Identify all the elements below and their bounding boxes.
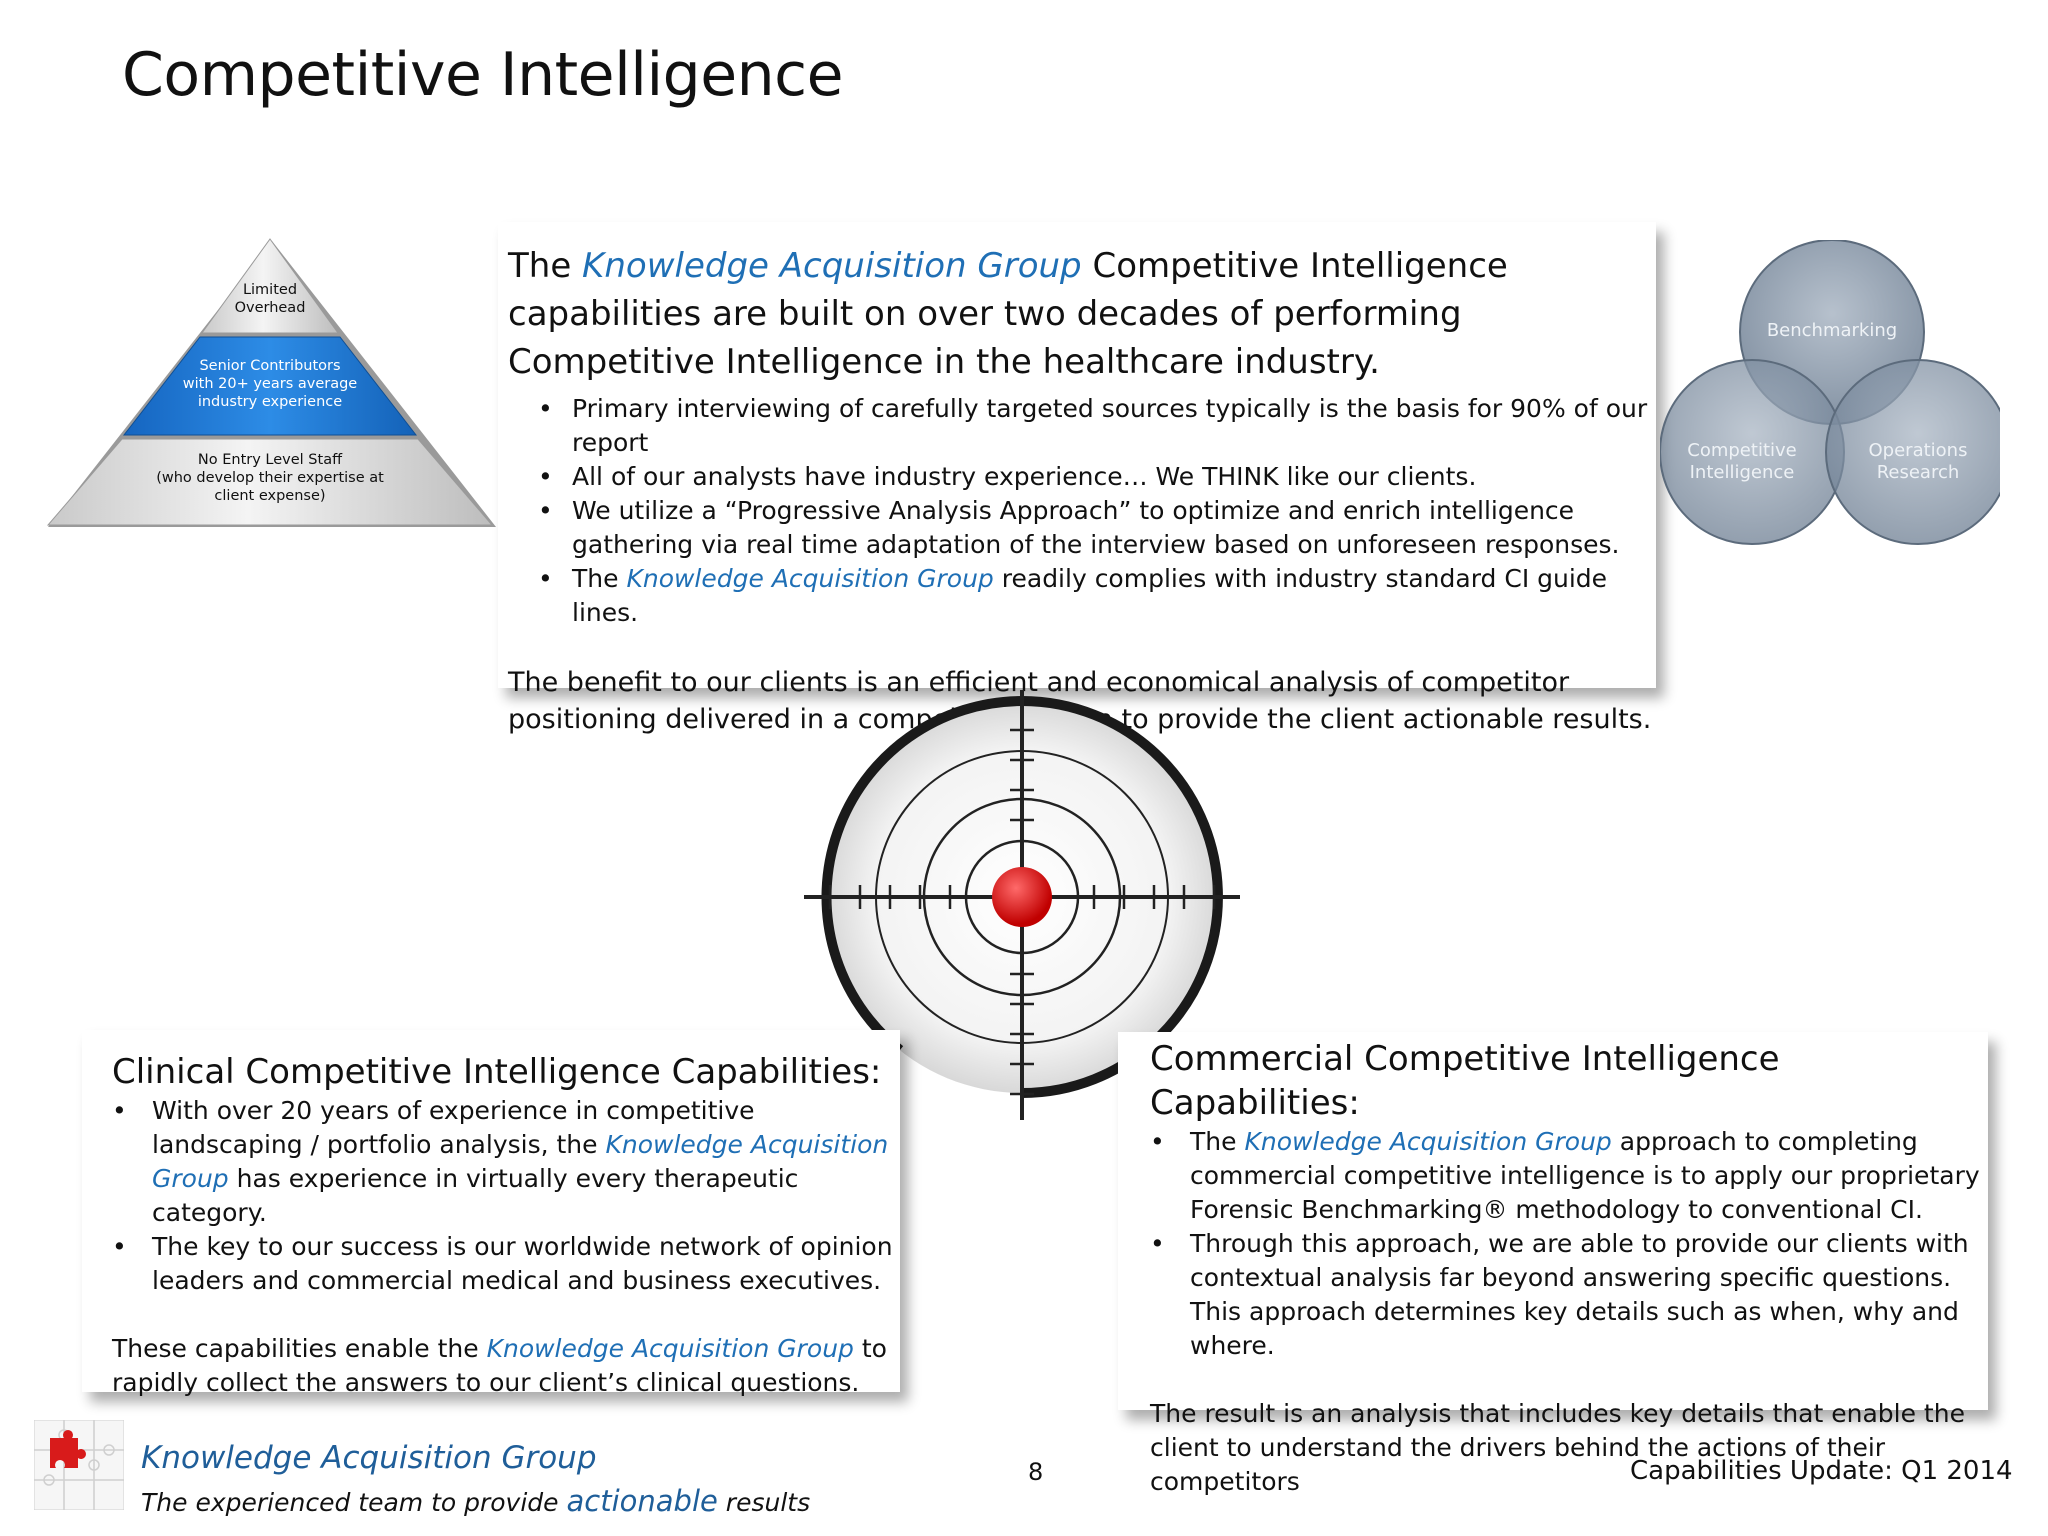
capabilities-update-label: Capabilities Update: Q1 2014 bbox=[1630, 1456, 2013, 1486]
pyramid-bottom-tier bbox=[46, 438, 494, 526]
venn-label-left: Competitive Intelligence bbox=[1687, 440, 1797, 483]
clinical-bullet-list: With over 20 years of experience in comp… bbox=[112, 1094, 902, 1298]
intro-lead: The Knowledge Acquisition Group Competit… bbox=[508, 246, 1508, 382]
puzzle-logo bbox=[33, 1419, 125, 1511]
intro-bullet: The Knowledge Acquisition Group readily … bbox=[508, 562, 1658, 630]
clinical-text-box: Clinical Competitive Intelligence Capabi… bbox=[82, 1030, 902, 1397]
commercial-bullet: The Knowledge Acquisition Group approach… bbox=[1150, 1125, 1990, 1227]
footer-brand-name: Knowledge Acquisition Group bbox=[141, 1440, 597, 1476]
clinical-bullet: The key to our success is our worldwide … bbox=[112, 1230, 902, 1298]
pyramid-top-tier bbox=[201, 238, 339, 334]
slide-title: Competitive Intelligence bbox=[122, 40, 844, 110]
venn-label-top: Benchmarking bbox=[1766, 320, 1898, 341]
commercial-text-box: Commercial Competitive Intelligence Capa… bbox=[1118, 1032, 1990, 1496]
pyramid-middle-tier bbox=[122, 336, 418, 436]
target-graphic bbox=[800, 690, 1244, 1120]
target-bullseye bbox=[992, 867, 1052, 927]
venn-label-right: Operations Research bbox=[1868, 440, 1968, 483]
footer-tagline: The experienced team to provide actionab… bbox=[141, 1484, 811, 1518]
pyramid-middle-label: Senior Contributors with 20+ years avera… bbox=[182, 358, 358, 410]
commercial-bullet: Through this approach, we are able to pr… bbox=[1150, 1227, 1990, 1363]
page-number: 8 bbox=[1028, 1458, 1044, 1486]
intro-bullet: Primary interviewing of carefully target… bbox=[508, 392, 1658, 460]
commercial-bullet-list: The Knowledge Acquisition Group approach… bbox=[1150, 1125, 1990, 1363]
commercial-closing: The result is an analysis that includes … bbox=[1150, 1399, 1965, 1496]
brand-name-link: Knowledge Acquisition Group bbox=[582, 246, 1082, 286]
commercial-heading: Commercial Competitive Intelligence Capa… bbox=[1150, 1039, 1780, 1123]
clinical-bullet: With over 20 years of experience in comp… bbox=[112, 1094, 902, 1230]
intro-bullet-list: Primary interviewing of carefully target… bbox=[508, 392, 1658, 630]
pyramid-graphic: Limited Overhead Senior Contributors wit… bbox=[40, 235, 510, 535]
intro-bullet: We utilize a “Progressive Analysis Appro… bbox=[508, 494, 1658, 562]
intro-text-box: The Knowledge Acquisition Group Competit… bbox=[498, 222, 1658, 735]
clinical-closing: These capabilities enable the Knowledge … bbox=[112, 1334, 887, 1397]
pyramid-bottom-label: No Entry Level Staff (who develop their … bbox=[156, 452, 384, 504]
intro-bullet: All of our analysts have industry experi… bbox=[508, 460, 1658, 494]
pyramid-top-label: Limited Overhead bbox=[234, 282, 306, 316]
venn-diagram: Benchmarking Competitive Intelligence Op… bbox=[1659, 239, 2011, 560]
clinical-heading: Clinical Competitive Intelligence Capabi… bbox=[112, 1052, 882, 1092]
